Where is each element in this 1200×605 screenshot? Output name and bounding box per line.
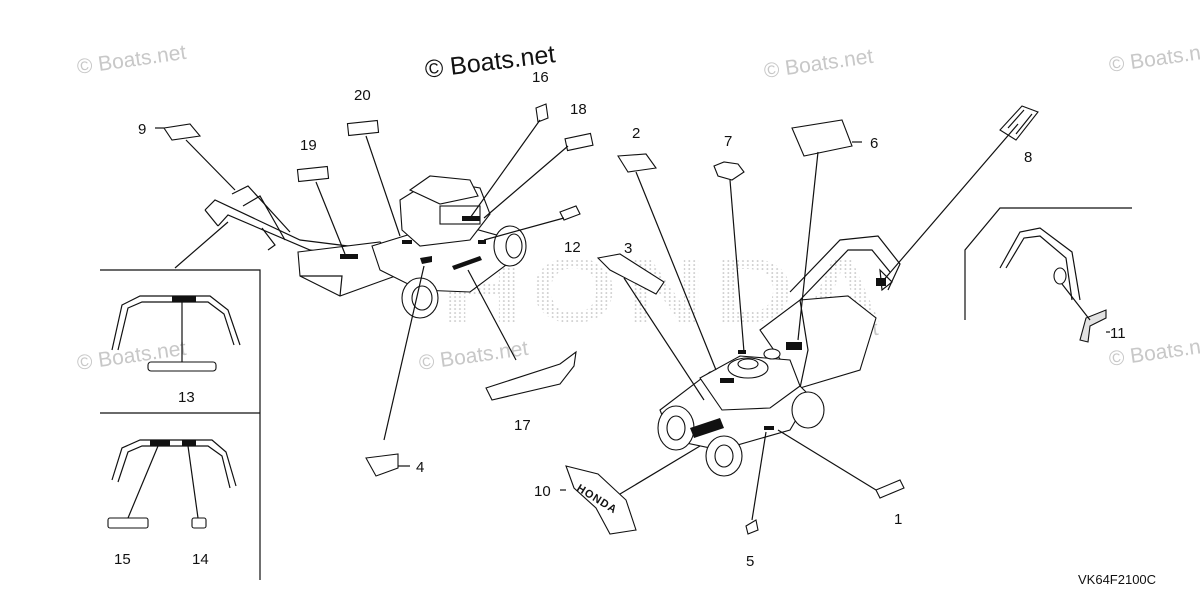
decal-10: HONDA: [565, 465, 637, 535]
callouts: 1 2 3 4 5 6 7 8 9 10 11 12 13 14 15 16 1…: [114, 69, 1126, 570]
callout-13: 13: [178, 389, 195, 406]
callout-14: 14: [192, 551, 209, 568]
inset-handle-11: [999, 227, 1107, 343]
mower-right: [657, 235, 901, 477]
diagram-code: VK64F2100C: [1078, 572, 1156, 587]
callout-1: 1: [894, 511, 902, 528]
loose-decals: [163, 103, 1039, 535]
callout-18: 18: [570, 101, 587, 118]
callout-2: 2: [632, 125, 640, 142]
callout-6: 6: [870, 135, 878, 152]
callout-9: 9: [138, 121, 146, 138]
callout-3: 3: [624, 240, 632, 257]
leader-lines: [127, 119, 1110, 521]
mower-left: [204, 175, 527, 319]
callout-7: 7: [724, 133, 732, 150]
callout-20: 20: [354, 87, 371, 104]
callout-8: 8: [1024, 149, 1032, 166]
watermark: © Boats.net: [417, 337, 529, 375]
callout-10: 10: [534, 483, 551, 500]
watermark: © Boats.net: [762, 45, 874, 83]
callout-17: 17: [514, 417, 531, 434]
watermark: © Boats.net: [75, 41, 187, 79]
inset-handle-14-15: [107, 439, 237, 529]
callout-11: 11: [1110, 325, 1126, 342]
watermark: © Boats.net: [1107, 39, 1200, 77]
callout-16: 16: [532, 69, 549, 86]
callout-4: 4: [416, 459, 424, 476]
callout-15: 15: [114, 551, 131, 568]
callout-19: 19: [300, 137, 317, 154]
callout-5: 5: [746, 553, 754, 570]
callout-12: 12: [564, 239, 581, 256]
inset-frames: [100, 207, 1132, 580]
